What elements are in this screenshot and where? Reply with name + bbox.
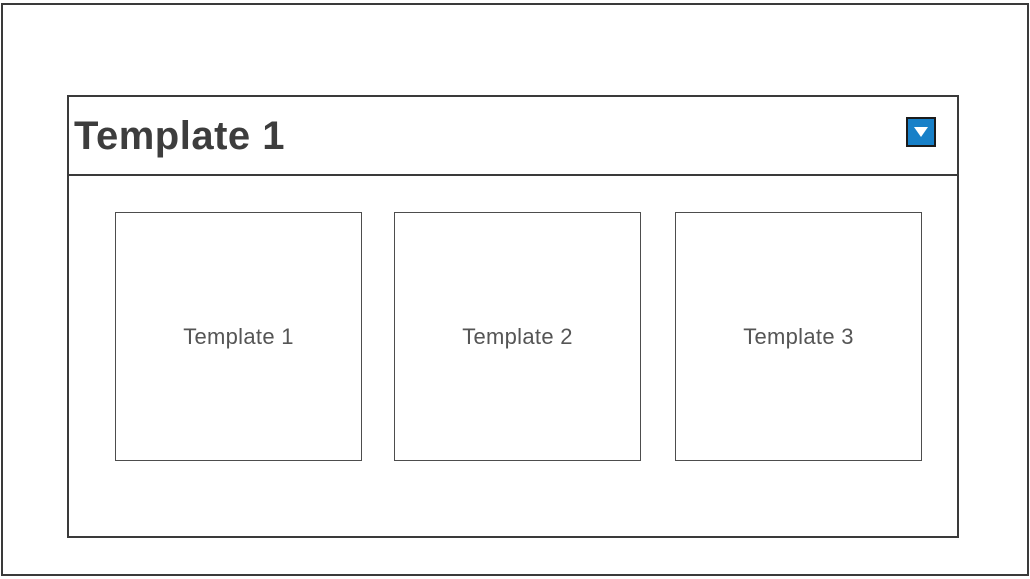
card-list: Template 1 Template 2 Template 3 <box>69 176 957 536</box>
template-panel: Template 1 Template 1 Template 2 Templat… <box>67 95 959 538</box>
template-card-1[interactable]: Template 1 <box>115 212 362 461</box>
page-frame: Template 1 Template 1 Template 2 Templat… <box>1 3 1029 576</box>
caret-down-icon <box>914 127 928 137</box>
template-card-2[interactable]: Template 2 <box>394 212 641 461</box>
panel-title: Template 1 <box>74 113 285 158</box>
dropdown-button[interactable] <box>906 117 936 147</box>
panel-header: Template 1 <box>69 97 957 176</box>
template-card-label: Template 1 <box>183 323 294 349</box>
template-card-label: Template 3 <box>743 323 854 349</box>
template-card-3[interactable]: Template 3 <box>675 212 922 461</box>
template-card-label: Template 2 <box>462 323 573 349</box>
